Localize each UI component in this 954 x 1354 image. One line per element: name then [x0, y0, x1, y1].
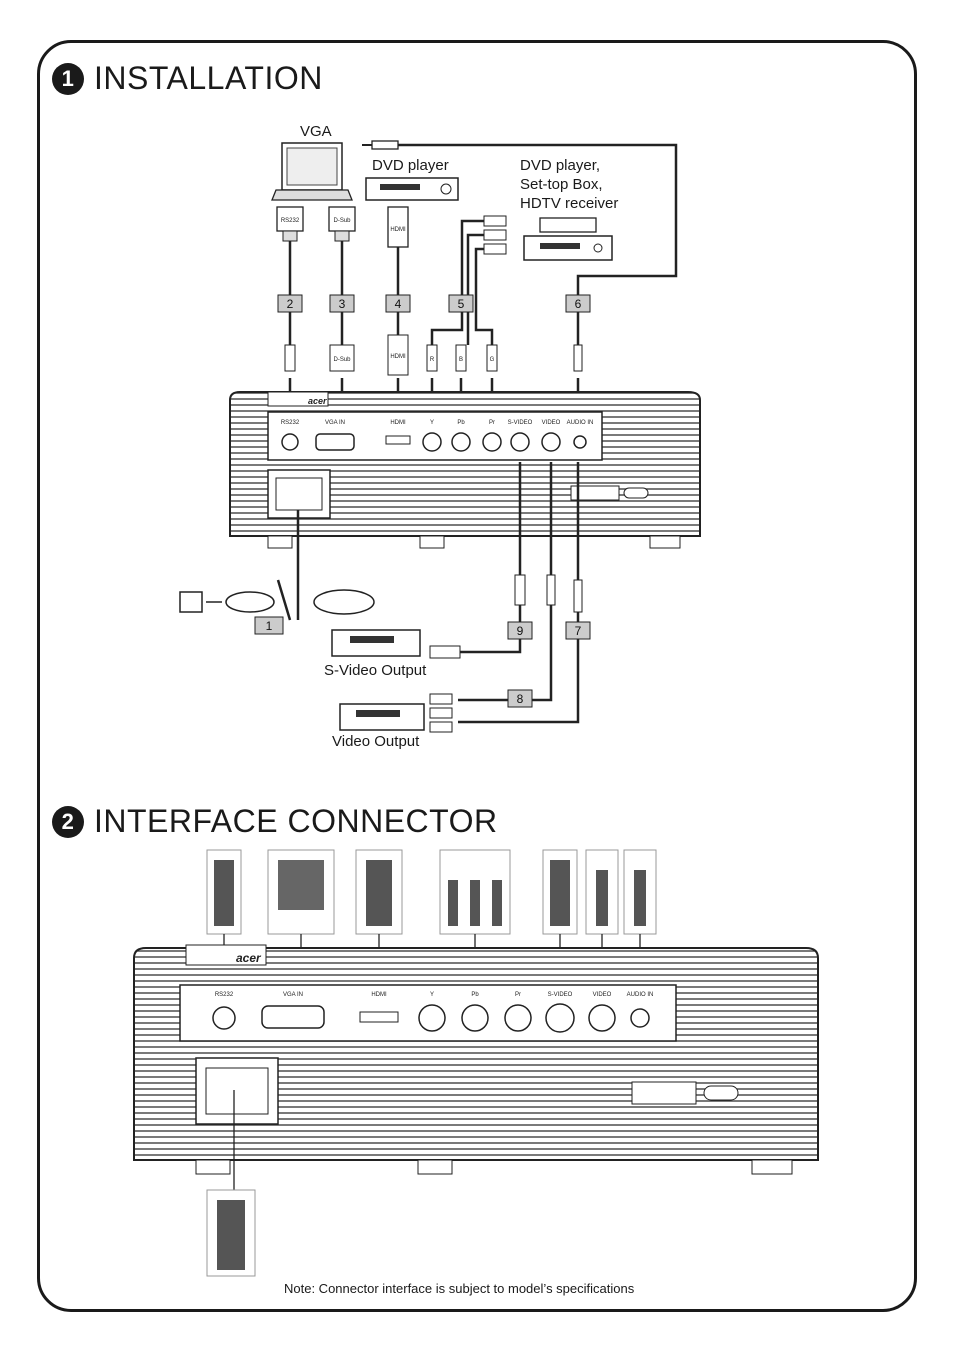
svg-text:HDMI: HDMI — [390, 227, 406, 233]
svg-text:HDMI: HDMI — [390, 420, 406, 426]
svideo-device-icon — [331, 629, 421, 657]
dvd-multi-label-1: DVD player, — [520, 157, 601, 174]
audio-jack-top-icon — [362, 140, 399, 150]
lower-connectors-top: D-Sub HDMI R B G — [284, 334, 583, 376]
section-number-2: 2 — [52, 805, 84, 838]
footnote: Note: Connector interface is subject to … — [284, 1281, 635, 1296]
svg-text:9: 9 — [517, 624, 524, 638]
svg-text:acer: acer — [308, 396, 327, 406]
projector-bottom: acer RS232 VGA IN HDMI Y Pb Pr S-VIDEO V… — [133, 944, 819, 1175]
svg-text:Y: Y — [430, 420, 434, 426]
cable-number-boxes-top: 2 3 4 5 6 — [277, 294, 591, 313]
dvd-multi-label-2: Set-top Box, — [520, 176, 603, 193]
svg-text:B: B — [459, 357, 463, 363]
bottom-cables — [458, 462, 580, 724]
rca-connectors-top — [483, 215, 507, 255]
svg-text:R: R — [430, 357, 435, 363]
svg-text:Y: Y — [430, 992, 434, 998]
svideo-output-label: S-Video Output — [324, 662, 427, 679]
top-cables — [288, 143, 678, 345]
svg-text:AUDIO IN: AUDIO IN — [627, 992, 654, 998]
svg-text:4: 4 — [395, 297, 402, 311]
section-number-1: 1 — [52, 62, 84, 95]
svg-text:S-VIDEO: S-VIDEO — [548, 992, 573, 998]
svg-text:acer: acer — [236, 951, 262, 965]
svg-text:S-VIDEO: S-VIDEO — [508, 420, 533, 426]
svg-text:HDMI: HDMI — [371, 992, 387, 998]
svg-text:D-Sub: D-Sub — [333, 357, 351, 363]
svg-text:6: 6 — [575, 297, 582, 311]
bottom-connectors: 9 7 8 — [429, 574, 591, 733]
svg-text:G: G — [490, 357, 495, 363]
page-frame — [37, 40, 917, 1312]
svg-text:VGA IN: VGA IN — [283, 992, 303, 998]
svg-text:VIDEO: VIDEO — [542, 420, 561, 426]
svg-text:HDMI: HDMI — [390, 354, 406, 360]
power-connector-thumbnail — [206, 1090, 256, 1277]
projector-top: acer RS232 VGA IN HDMI Y Pb Pr S-VIDEO V… — [229, 391, 701, 549]
svg-text:2: 2 — [287, 297, 294, 311]
svg-text:D-Sub: D-Sub — [333, 218, 351, 224]
svg-text:VIDEO: VIDEO — [593, 992, 612, 998]
rs232-connector-top: RS232 — [276, 206, 304, 242]
svg-text:Pr: Pr — [515, 992, 521, 998]
dvd-player-icon — [365, 177, 459, 201]
dvd-player-label: DVD player — [372, 157, 449, 174]
power-plug-icon: 1 — [179, 589, 375, 635]
svg-text:Pb: Pb — [457, 420, 465, 426]
laptop-icon — [271, 142, 353, 201]
svg-text:8: 8 — [517, 692, 524, 706]
svg-text:RS232: RS232 — [281, 420, 300, 426]
installation-heading: INSTALLATION — [94, 60, 323, 96]
dsub-connector-top: D-Sub — [328, 206, 356, 242]
video-output-label: Video Output — [332, 733, 420, 750]
set-top-box-icon — [523, 217, 613, 261]
hdmi-connector-top: HDMI — [387, 206, 409, 248]
installation-title: 1 INSTALLATION — [52, 60, 323, 97]
svg-text:Pr: Pr — [489, 420, 495, 426]
interface-heading: INTERFACE CONNECTOR — [94, 803, 498, 839]
dvd-multi-label-3: HDTV receiver — [520, 195, 619, 212]
svg-text:7: 7 — [575, 624, 582, 638]
power-cable — [276, 510, 300, 621]
vga-label: VGA — [300, 123, 332, 140]
svg-text:5: 5 — [458, 297, 465, 311]
svg-text:1: 1 — [266, 619, 273, 633]
svg-text:RS232: RS232 — [281, 218, 300, 224]
svg-text:RS232: RS232 — [215, 992, 234, 998]
interface-title: 2 INTERFACE CONNECTOR — [52, 803, 498, 840]
svg-text:AUDIO IN: AUDIO IN — [567, 420, 594, 426]
svg-text:Pb: Pb — [471, 992, 479, 998]
svg-text:3: 3 — [339, 297, 346, 311]
video-device-icon — [339, 703, 425, 731]
svg-text:VGA IN: VGA IN — [325, 420, 345, 426]
interface-connector-thumbnails — [206, 849, 657, 935]
